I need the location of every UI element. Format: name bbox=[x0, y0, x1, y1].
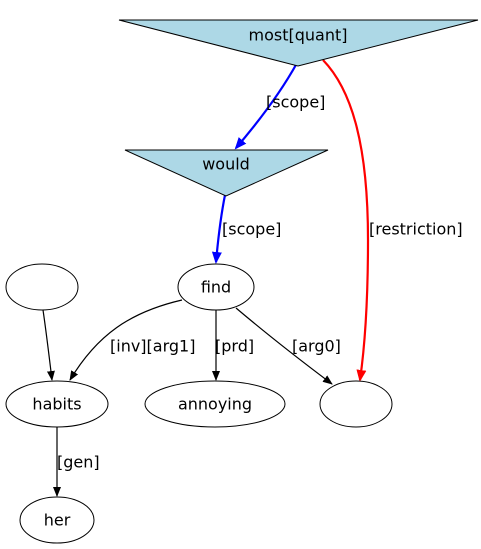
node-find: find bbox=[177, 263, 255, 311]
node-label-annoying: annoying bbox=[178, 395, 252, 414]
edge-left-habits bbox=[42, 309, 55, 381]
node-label-her: her bbox=[44, 511, 71, 530]
edge-label-find-habits: [inv][arg1] bbox=[110, 337, 195, 356]
node-label-habits: habits bbox=[32, 395, 81, 414]
edge-label-would-find: [scope] bbox=[222, 220, 281, 239]
edge-most-would bbox=[234, 62, 298, 150]
edge-label-habits-her: [gen] bbox=[57, 453, 100, 472]
edge-would-find bbox=[211, 194, 227, 264]
node-her: her bbox=[19, 496, 95, 544]
edge-label-most-restriction: [restriction] bbox=[369, 220, 463, 239]
node-label-most-quant: most[quant] bbox=[249, 26, 348, 45]
node-habits: habits bbox=[5, 380, 109, 428]
node-unnamed-right bbox=[319, 380, 393, 428]
edge-find-habits bbox=[69, 299, 183, 381]
node-annoying: annoying bbox=[144, 380, 286, 428]
edge-label-most-would: [scope] bbox=[266, 93, 325, 112]
node-unnamed-left bbox=[5, 263, 79, 311]
node-most-quant: most[quant] bbox=[118, 19, 479, 67]
edge-label-find-arg0: [arg0] bbox=[292, 337, 341, 356]
edge-most-restriction bbox=[322, 59, 370, 382]
node-label-would: would bbox=[202, 155, 250, 174]
edge-find-arg0 bbox=[235, 307, 333, 385]
node-label-find: find bbox=[201, 278, 231, 297]
edge-label-find-annoying: [prd] bbox=[215, 337, 254, 356]
node-would: would bbox=[124, 149, 329, 197]
